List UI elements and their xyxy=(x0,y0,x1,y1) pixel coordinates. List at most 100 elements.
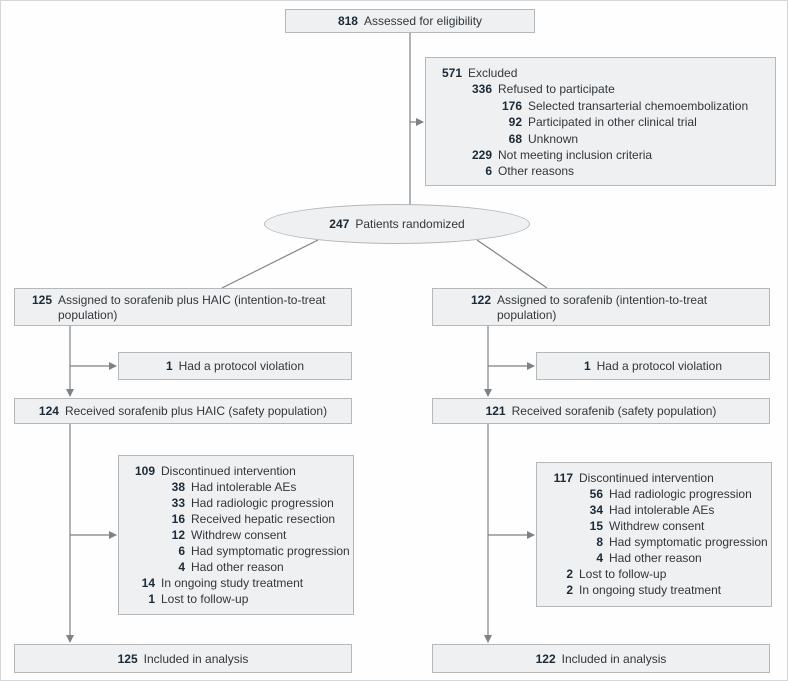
discontinued-count: 12 xyxy=(171,528,185,542)
right-analysis-box: 122 Included in analysis xyxy=(432,644,770,673)
left-protocol-violation-label: Had a protocol violation xyxy=(178,359,305,373)
discontinued-row: 8 Had symptomatic progression xyxy=(543,534,768,550)
right-assigned-label: Assigned to sorafenib (intention-to-trea… xyxy=(497,293,708,322)
randomized-label: Patients randomized xyxy=(355,217,465,231)
discontinued-row: 38 Had intolerable AEs xyxy=(125,479,347,495)
excluded-label: Excluded xyxy=(468,66,518,80)
excluded-label: Participated in other clinical trial xyxy=(528,115,697,130)
left-protocol-violation-box: 1 Had a protocol violation xyxy=(118,352,352,380)
discontinued-label: Withdrew consent xyxy=(609,519,705,533)
right-analysis-count: 122 xyxy=(535,651,556,666)
discontinued-row: 117 Discontinued intervention xyxy=(543,470,765,486)
excluded-count: 336 xyxy=(471,82,492,97)
randomized-ellipse: 247 Patients randomized xyxy=(264,204,530,244)
discontinued-count: 2 xyxy=(566,567,573,581)
discontinued-count: 33 xyxy=(171,496,185,510)
left-analysis-label: Included in analysis xyxy=(143,651,249,666)
discontinued-row: 109 Discontinued intervention xyxy=(125,463,347,479)
discontinued-count: 16 xyxy=(171,512,185,526)
excluded-row: 229 Not meeting inclusion criteria xyxy=(432,147,769,163)
discontinued-count: 1 xyxy=(148,592,155,606)
discontinued-label: In ongoing study treatment xyxy=(579,583,722,597)
excluded-box: 571 Excluded 336 Refused to participate 17… xyxy=(425,57,776,186)
excluded-label: Other reasons xyxy=(498,164,575,179)
left-assigned-box: 125 Assigned to sorafenib plus HAIC (int… xyxy=(14,288,352,326)
discontinued-row: 6 Had symptomatic progression xyxy=(125,543,350,559)
connector-randomized-to-right xyxy=(476,239,548,289)
right-assigned-box: 122 Assigned to sorafenib (intention-to-… xyxy=(432,288,770,326)
discontinued-label: Withdrew consent xyxy=(191,528,287,542)
left-protocol-violation-count: 1 xyxy=(165,359,173,373)
right-protocol-violation-box: 1 Had a protocol violation xyxy=(536,352,770,380)
discontinued-row: 1 Lost to follow-up xyxy=(125,591,347,607)
right-protocol-violation-label: Had a protocol violation xyxy=(596,359,723,373)
discontinued-label: Had intolerable AEs xyxy=(609,503,715,517)
discontinued-label: In ongoing study treatment xyxy=(161,576,304,590)
left-analysis-count: 125 xyxy=(117,651,138,666)
discontinued-label: Discontinued intervention xyxy=(161,464,296,478)
excluded-row: 176 Selected transarterial chemoembolizat… xyxy=(432,98,769,114)
connector-randomized-to-left xyxy=(221,239,319,289)
discontinued-row: 15 Withdrew consent xyxy=(543,518,765,534)
assessed-count: 818 xyxy=(337,14,358,28)
discontinued-label: Had radiologic progression xyxy=(609,487,752,501)
right-received-count: 121 xyxy=(485,404,506,418)
excluded-row: 571 Excluded xyxy=(432,65,769,81)
assessed-box: 818 Assessed for eligibility xyxy=(285,9,535,33)
discontinued-label: Had intolerable AEs xyxy=(191,480,297,494)
discontinued-row: 2 In ongoing study treatment xyxy=(543,582,765,598)
discontinued-count: 8 xyxy=(596,535,603,549)
discontinued-count: 4 xyxy=(596,551,603,565)
right-protocol-violation-count: 1 xyxy=(583,359,591,373)
excluded-count: 6 xyxy=(485,164,492,179)
left-assigned-count: 125 xyxy=(31,293,52,307)
left-received-label: Received sorafenib plus HAIC (safety pop… xyxy=(64,404,328,418)
discontinued-label: Had other reason xyxy=(191,560,284,574)
discontinued-count: 34 xyxy=(589,503,603,517)
discontinued-label: Lost to follow-up xyxy=(579,567,667,581)
excluded-row: 336 Refused to participate xyxy=(432,81,769,97)
right-analysis-label: Included in analysis xyxy=(561,651,667,666)
excluded-count: 229 xyxy=(471,148,492,163)
discontinued-count: 117 xyxy=(553,471,573,485)
discontinued-label: Discontinued intervention xyxy=(579,471,714,485)
discontinued-count: 109 xyxy=(134,464,155,478)
excluded-row: 6 Other reasons xyxy=(432,163,769,179)
left-discontinued-box: 109 Discontinued intervention 38 Had intol… xyxy=(118,455,354,615)
excluded-row: 92 Participated in other clinical trial xyxy=(432,114,769,130)
discontinued-label: Had radiologic progression xyxy=(191,496,334,510)
left-assigned-label: Assigned to sorafenib plus HAIC (intenti… xyxy=(58,293,326,322)
discontinued-row: 14 In ongoing study treatment xyxy=(125,575,347,591)
discontinued-count: 4 xyxy=(178,560,185,574)
excluded-label: Not meeting inclusion criteria xyxy=(498,148,653,163)
excluded-row: 68 Unknown xyxy=(432,131,769,147)
excluded-label: Selected transarterial chemoembolization xyxy=(528,98,749,113)
excluded-count: 68 xyxy=(508,131,522,146)
excluded-label: Refused to participate xyxy=(498,82,615,97)
discontinued-label: Lost to follow-up xyxy=(161,592,249,606)
discontinued-count: 2 xyxy=(566,583,573,597)
excluded-count: 571 xyxy=(441,66,462,80)
discontinued-count: 15 xyxy=(589,519,603,533)
discontinued-label: Had symptomatic progression xyxy=(191,544,350,558)
discontinued-row: 34 Had intolerable AEs xyxy=(543,502,765,518)
discontinued-row: 4 Had other reason xyxy=(125,559,347,575)
discontinued-row: 2 Lost to follow-up xyxy=(543,566,765,582)
discontinued-count: 6 xyxy=(178,544,185,558)
discontinued-count: 14 xyxy=(141,576,155,590)
excluded-count: 176 xyxy=(501,98,522,113)
discontinued-label: Had symptomatic progression xyxy=(609,535,768,549)
assessed-label: Assessed for eligibility xyxy=(363,14,483,28)
discontinued-label: Received hepatic resection xyxy=(191,512,336,526)
excluded-label: Unknown xyxy=(528,131,579,146)
right-received-label: Received sorafenib (safety population) xyxy=(511,404,717,418)
left-analysis-box: 125 Included in analysis xyxy=(14,644,352,673)
randomized-count: 247 xyxy=(329,217,350,231)
discontinued-count: 38 xyxy=(171,480,185,494)
excluded-count: 92 xyxy=(508,115,522,130)
